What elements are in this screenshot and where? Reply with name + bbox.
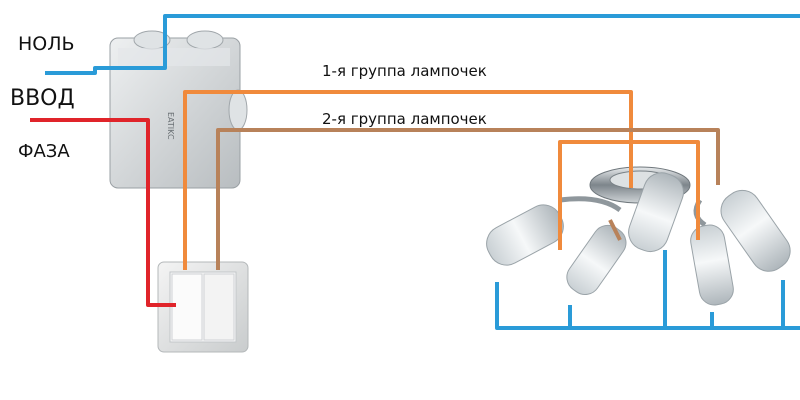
label-group2: 2-я группа лампочек — [322, 110, 487, 128]
label-vvod: ВВОД — [10, 86, 75, 111]
double-switch-icon — [157, 261, 249, 353]
group1-wire — [183, 90, 700, 270]
chandelier-icon — [486, 166, 791, 306]
label-faza: ФАЗА — [18, 141, 70, 162]
phase-wire — [30, 118, 176, 307]
junction-box-brand: EATIKC — [166, 112, 175, 140]
label-group1: 1-я группа лампочек — [322, 62, 487, 80]
junction-box-icon: EATIKC — [109, 30, 248, 189]
neutral-wires — [45, 14, 800, 330]
group2-wire — [216, 128, 720, 270]
label-null: НОЛЬ — [18, 33, 75, 55]
